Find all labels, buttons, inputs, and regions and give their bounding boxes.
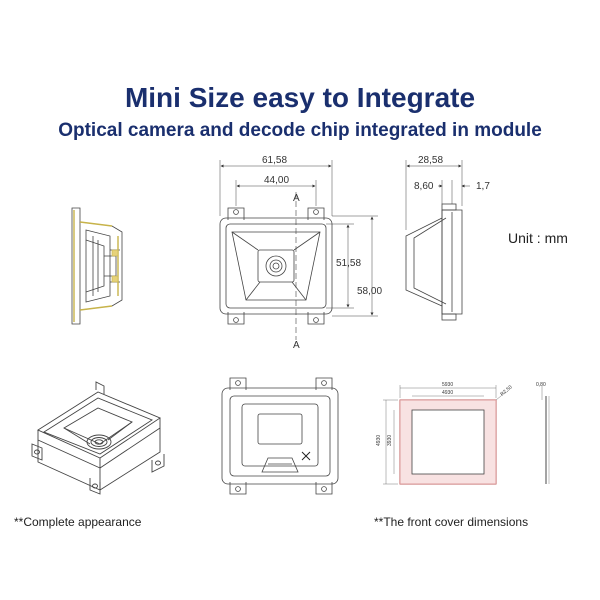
cover-outer-height: 4930 xyxy=(376,435,382,446)
unit-label: Unit : mm xyxy=(508,230,568,246)
rear-view-drawing xyxy=(221,377,339,495)
dim-height-inner: 51,58 xyxy=(336,258,361,269)
appearance-caption: **Complete appearance xyxy=(14,515,142,529)
cover-thickness: 0,80 xyxy=(536,382,546,388)
cover-corner-radius: R2,50 xyxy=(499,384,513,397)
cover-inner-height: 3930 xyxy=(387,435,393,446)
side-view-drawing xyxy=(405,160,470,321)
dim-thickness: 1,7 xyxy=(476,181,490,192)
front-view-drawing xyxy=(219,160,378,340)
page-title: Mini Size easy to Integrate xyxy=(124,82,476,113)
dim-height-outer: 58,00 xyxy=(357,286,382,297)
dim-width-inner: 44,00 xyxy=(264,175,289,186)
cover-outer-width: 5930 xyxy=(442,382,453,388)
dim-width-outer: 61,58 xyxy=(262,155,287,166)
section-mark-top: A xyxy=(293,193,300,204)
front-cover-drawing xyxy=(383,385,550,485)
cover-inner-width: 4930 xyxy=(442,390,453,396)
dim-depth-front: 8,60 xyxy=(414,181,434,192)
isometric-view xyxy=(31,381,165,495)
page-subtitle: Optical camera and decode chip integrate… xyxy=(58,120,542,141)
dim-depth-total: 28,58 xyxy=(418,155,443,166)
section-mark-bottom: A xyxy=(293,340,300,351)
cross-section-view xyxy=(71,207,123,325)
front-cover-caption: **The front cover dimensions xyxy=(374,515,529,529)
